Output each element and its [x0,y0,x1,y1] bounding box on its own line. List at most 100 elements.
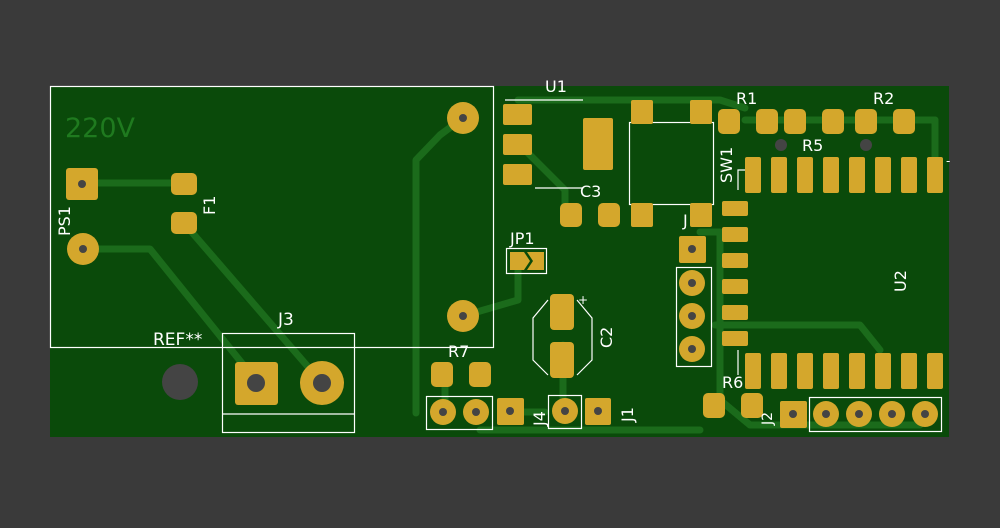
u1-footprint: U1 [503,77,613,189]
label-c2-plus: + [578,293,588,307]
c3-pad-1 [560,203,582,227]
header-h-outline [425,395,494,431]
u1-pad-2 [503,134,532,155]
j2-pad-3-hole [855,410,863,418]
header-h-pad-2-hole [472,408,480,416]
trace-lower-row [711,321,884,354]
label-j4: J4 [530,411,549,427]
jp1-pad-2 [527,252,544,270]
jp1-pad-1 [510,252,530,270]
u1-pad-3 [503,164,532,185]
u2-outline [737,169,745,190]
label-u2-pin1: - [946,154,950,168]
u2-pin-bottom-6 [875,353,891,389]
sw1-outline [628,121,715,206]
r6-pad-2 [741,393,763,418]
u2-pin-bottom-2 [771,353,787,389]
j4-footprint: J4 [530,394,583,430]
label-r1: R1 [736,89,757,108]
header3-pad-2-hole [688,279,696,287]
r1-pad-1 [718,109,740,134]
u2-pin-bottom-7 [901,353,917,389]
f1-pad-2 [171,212,197,234]
u2-pin-bottom-4 [823,353,839,389]
header3-pad-3-hole [688,312,696,320]
trace-top-bus [514,96,749,112]
sw1-pad-4 [690,203,712,227]
label-r7: R7 [448,342,469,361]
u2-pin-left-3 [722,253,748,268]
label-c3: C3 [580,182,601,201]
c2-pad-2 [550,342,574,378]
u1-pad-tab [583,118,613,170]
r2-pad-2 [893,109,915,134]
u2-pin-bottom-5 [849,353,865,389]
header-3pin-vertical: J [675,211,713,368]
header3-pad-1-hole [688,245,696,253]
u2-pin-top-5 [849,157,865,193]
r2-footprint: R2 [855,89,915,134]
c2-footprint: + C2 [532,293,616,378]
j4-pad-1-hole [561,407,569,415]
power-module-outline [49,85,495,349]
jp1-footprint: JP1 [505,229,548,275]
u2-pin-top-2 [771,157,787,193]
label-c2: C2 [597,327,616,348]
label-j3: J3 [277,310,294,330]
sw1-pad-2 [690,100,712,124]
label-jp1: JP1 [509,229,535,248]
ps1-pad-1-hole [78,180,86,188]
r2-pad-1 [855,109,877,134]
u2-pin-top-8 [927,157,943,193]
via-1 [775,139,787,151]
r5-pad-1 [784,109,806,134]
label-r5: R5 [802,136,823,155]
j3-footprint: J3 [221,310,356,434]
sw1-pad-1 [631,100,653,124]
label-u2: U2 [891,270,910,292]
r5-footprint: R5 [784,109,844,155]
c2-outline [532,299,549,376]
jp1-outline [505,247,548,275]
j3-pad-1-hole [247,374,265,392]
r5-pad-2 [822,109,844,134]
module-pad-top-hole [459,114,467,122]
j2-outline [808,396,943,433]
module-pad-bottom-hole [459,312,467,320]
u2-pin-top-4 [823,157,839,193]
j1-pad-1-hole [594,407,602,415]
f1-pad-1 [171,173,197,195]
r7-pad-1 [431,362,453,387]
u2-pin-left-5 [722,305,748,320]
j1-footprint: J1 [585,398,637,425]
u2-pin-top-3 [797,157,813,193]
j2-pad-5-hole [921,410,929,418]
header3-pad-4-hole [688,345,696,353]
label-r2: R2 [873,89,894,108]
label-u1: U1 [545,77,567,96]
u2-pin-top-7 [901,157,917,193]
c3-footprint: C3 [560,182,620,227]
label-sw1: SW1 [717,147,736,183]
label-j1: J1 [618,407,637,423]
header-h-pad-1-hole [439,408,447,416]
j3-pad-2-hole [313,374,331,392]
u2-pin-bottom-1 [745,353,761,389]
ps1-pad-2-hole [79,245,87,253]
u2-pin-top-6 [875,157,891,193]
label-j2: J2 [760,412,776,426]
header3-outline [675,266,713,368]
via-2 [860,139,872,151]
label-220v: 220V [65,113,136,144]
r7-pad-2 [469,362,491,387]
c2-outline-2 [576,299,593,376]
r6-footprint: R6 [703,373,763,418]
j2-footprint: J2 [760,396,943,433]
header-h-pad-3-hole [506,407,514,415]
label-f1: F1 [200,196,219,215]
r1-footprint: R1 [718,89,778,134]
f1-footprint: F1 [171,173,219,234]
j4-outline [547,394,583,430]
